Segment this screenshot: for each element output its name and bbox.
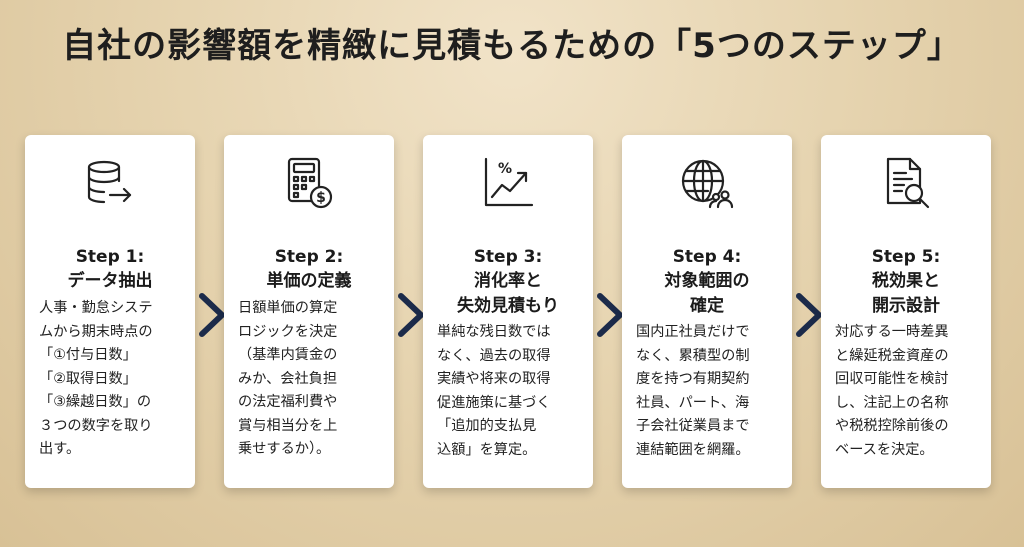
step-name: 税効果と 開示設計	[872, 271, 940, 316]
step-label: Step 1:	[75, 247, 145, 267]
step-description: 対応する一時差異 と繰延税金資産の 回収可能性を検討 し、注記上の名称 や税税控…	[835, 324, 949, 458]
step-name: 消化率と 失効見積もり	[457, 271, 559, 316]
calculator-coin-icon: $	[287, 157, 333, 209]
chevron-right-icon	[796, 293, 822, 337]
chevron-right-icon	[199, 293, 225, 337]
step-description: 人事・勤怠システ ムから期末時点の 「①付与日数」 「②取得日数」 「③繰越日数…	[39, 300, 153, 457]
step-card-3: % Step 3: 消化率と 失効見積もり 単純な残日数では なく、過去の取得 …	[423, 135, 593, 488]
step-name: 対象範囲の 確定	[664, 271, 750, 316]
step-label: Step 3:	[473, 247, 543, 267]
document-search-icon	[886, 157, 930, 209]
globe-people-icon	[681, 159, 734, 209]
step-description: 日額単価の算定 ロジックを決定 （基準内賃金の みか、会社負担 の法定福利費や …	[238, 300, 338, 457]
step-card-2: $ Step 2: 単価の定義 日額単価の算定 ロジックを決定 （基準内賃金の …	[224, 135, 394, 488]
step-label: Step 5:	[871, 247, 941, 267]
step-label: Step 4:	[672, 247, 742, 267]
svg-text:$: $	[316, 190, 326, 206]
step-label: Step 2:	[274, 247, 344, 267]
page-title: 自社の影響額を精緻に見積もるための「5つのステップ」	[62, 26, 962, 66]
chevron-right-icon	[597, 293, 623, 337]
step-card-4: Step 4: 対象範囲の 確定 国内正社員だけで なく、累積型の制 度を持つ有…	[622, 135, 792, 488]
step-name: データ抽出	[67, 271, 153, 291]
svg-text:%: %	[498, 161, 512, 177]
step-description: 国内正社員だけで なく、累積型の制 度を持つ有期契約 社員、パート、海 子会社従…	[636, 324, 750, 458]
step-description: 単純な残日数では なく、過去の取得 実績や将来の取得 促進施策に基づく 「追加的…	[437, 324, 551, 458]
chevron-right-icon	[398, 293, 424, 337]
step-name: 単価の定義	[266, 271, 352, 291]
step-card-1: Step 1: データ抽出 人事・勤怠システ ムから期末時点の 「①付与日数」 …	[25, 135, 195, 488]
database-export-icon	[87, 160, 132, 204]
percent-trend-icon: %	[484, 157, 534, 207]
step-card-5: Step 5: 税効果と 開示設計 対応する一時差異 と繰延税金資産の 回収可能…	[821, 135, 991, 488]
